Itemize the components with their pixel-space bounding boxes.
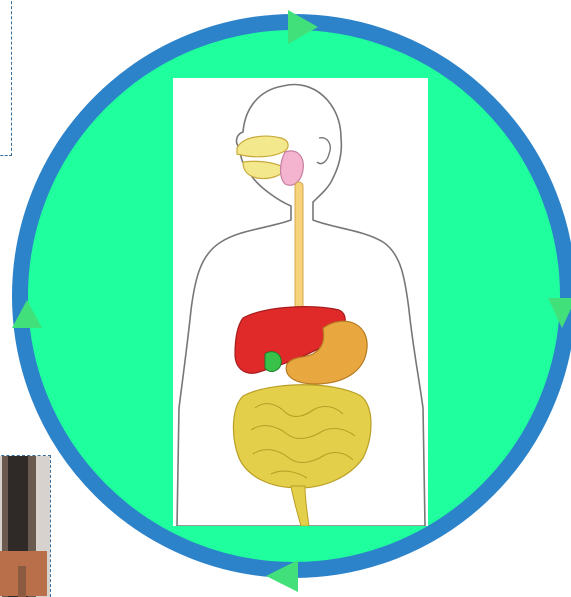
gallbladder [265, 352, 281, 372]
esophagus [295, 182, 303, 320]
digestive-system-illustration [173, 78, 428, 526]
